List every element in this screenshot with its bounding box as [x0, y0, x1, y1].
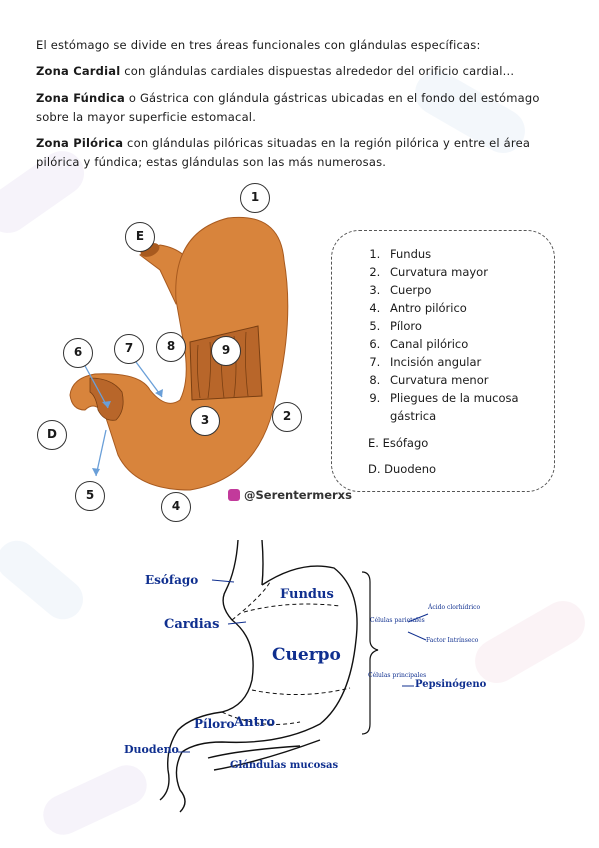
- arrow-7: [135, 361, 163, 398]
- zone-fundica: Zona Fúndica o Gástrica con glándula gás…: [36, 89, 566, 127]
- label-factor: Factor Intrínseco: [426, 637, 479, 644]
- legend-box: Fundus Curvatura mayor Cuerpo Antro piló…: [331, 230, 555, 492]
- legend-esofago: E. Esófago: [368, 436, 429, 450]
- legend-list: Fundus Curvatura mayor Cuerpo Antro piló…: [332, 245, 554, 425]
- legend-item: Cuerpo: [384, 281, 554, 299]
- label-celulas-principales: Células principales: [368, 672, 427, 679]
- fold-line: [207, 341, 212, 399]
- marker-1: 1: [240, 183, 270, 213]
- legend-item: Incisión angular: [384, 353, 554, 371]
- marker-9: 9: [211, 336, 241, 366]
- arrow-factor: [407, 631, 427, 641]
- legend-item: Canal pilórico: [384, 335, 554, 353]
- legend-item: Curvatura menor: [384, 371, 554, 389]
- outline-left-esophagus: [222, 539, 239, 621]
- label-pepsinogeno: Pepsinógeno: [415, 679, 487, 690]
- arrow-cardias: [227, 621, 247, 625]
- legend-duodeno: D. Duodeno: [368, 462, 437, 476]
- arrow-5: [95, 429, 107, 477]
- legend-item: Antro pilórico: [384, 299, 554, 317]
- label-piloro: Píloro: [194, 717, 235, 731]
- arrowhead: [92, 468, 100, 476]
- marker-7: 7: [114, 334, 144, 364]
- instagram-icon: [228, 489, 240, 501]
- arrow-esofago: [211, 579, 235, 583]
- zone-cardial: Zona Cardial con glándulas cardiales dis…: [36, 62, 566, 81]
- outline-duodenum-inner: [207, 745, 301, 759]
- outline-right-esophagus: [261, 539, 264, 586]
- label-cuerpo: Cuerpo: [272, 645, 341, 665]
- zone-pilorica: Zona Pilórica con glándulas pilóricas si…: [36, 134, 566, 172]
- legend-item: Curvatura mayor: [384, 263, 554, 281]
- label-cardias: Cardias: [164, 617, 220, 632]
- arrow-acido: [407, 613, 429, 623]
- marker-d: D: [37, 420, 67, 450]
- zone-boundary-cuerpo: [251, 687, 351, 695]
- intro-text: El estómago se divide en tres áreas func…: [36, 38, 481, 52]
- social-handle: @Serentermerxs: [228, 488, 352, 502]
- zone-boundary-cardias: [231, 581, 271, 621]
- label-duodeno: Duodeno: [124, 743, 179, 756]
- fold-line: [244, 331, 249, 397]
- arrow-6: [83, 363, 109, 409]
- legend-item: Fundus: [384, 245, 554, 263]
- marker-4: 4: [161, 492, 191, 522]
- label-fundus: Fundus: [280, 587, 334, 602]
- legend-item: Píloro: [384, 317, 554, 335]
- marker-e: E: [125, 222, 155, 252]
- zone-description: con glándulas cardiales dispuestas alred…: [120, 64, 515, 78]
- zone-boundary-fundus: [243, 603, 341, 613]
- fold-line: [196, 344, 201, 399]
- outline-greater-curvature: [175, 565, 358, 813]
- pyloric-canal: [89, 377, 124, 421]
- label-esofago: Esófago: [145, 573, 199, 587]
- marker-6: 6: [63, 338, 93, 368]
- marker-3: 3: [190, 406, 220, 436]
- zone-description: con glándulas pilóricas situadas en la r…: [36, 136, 531, 169]
- zone-name: Zona Cardial: [36, 64, 121, 78]
- marker-5: 5: [75, 481, 105, 511]
- arrowhead: [155, 389, 163, 397]
- zone-boundary-antro: [221, 711, 301, 725]
- marker-2: 2: [272, 402, 302, 432]
- label-celulas-parietales: Células parietales: [370, 617, 425, 624]
- marker-8: 8: [156, 332, 186, 362]
- legend-item: Pliegues de la mucosa gástrica: [384, 389, 554, 425]
- zone-description: o Gástrica con glándula gástricas ubicad…: [36, 91, 540, 124]
- zone-name: Zona Pilórica: [36, 136, 124, 150]
- right-brace: [361, 571, 379, 735]
- handle-text: @Serentermerxs: [244, 488, 352, 502]
- arrowhead: [102, 401, 111, 408]
- zone-name: Zona Fúndica: [36, 91, 125, 105]
- label-acido: Ácido clorhídrico: [428, 604, 481, 611]
- stomach-body: [69, 216, 289, 491]
- label-antro: Antro: [234, 715, 276, 730]
- outline-lesser-curvature: [159, 619, 254, 801]
- outline-duodenum-outer: [213, 739, 321, 771]
- label-glandulas-mucosas: Glándulas mucosas: [230, 760, 339, 771]
